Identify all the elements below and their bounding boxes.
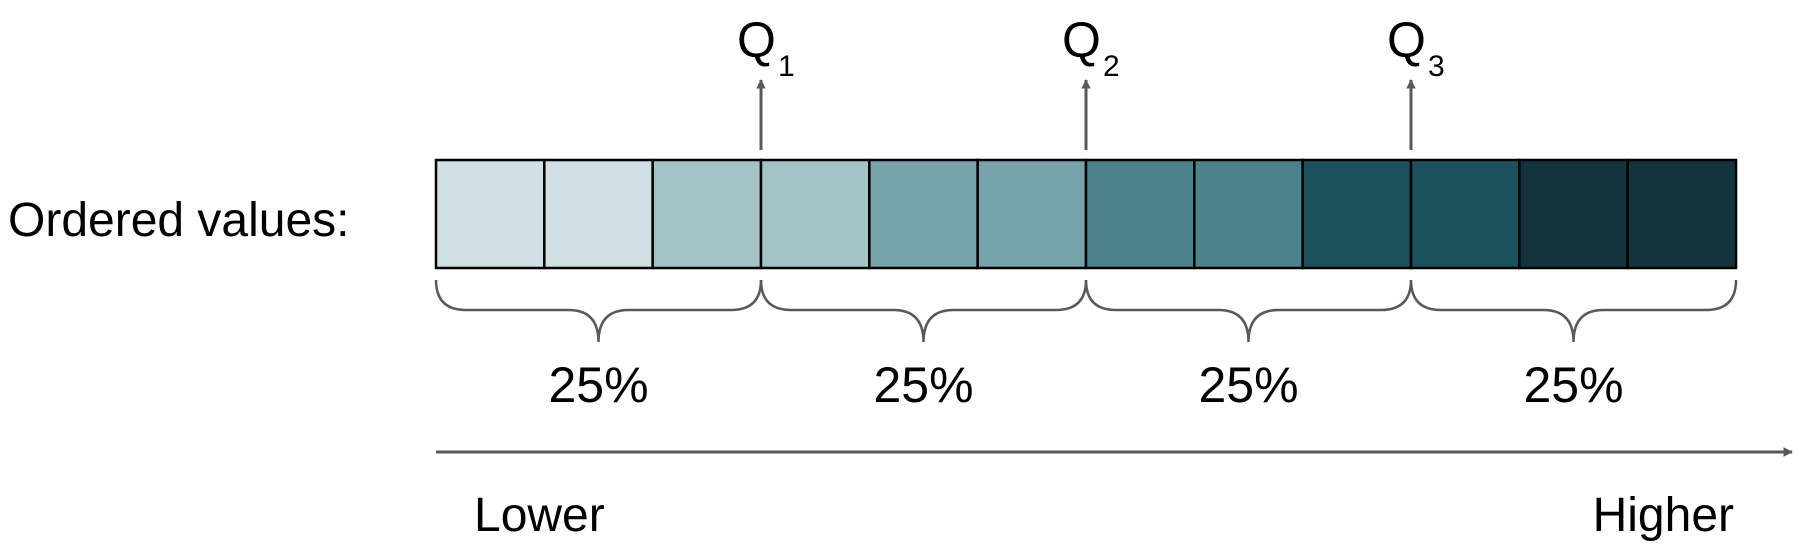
quartile-label: Q	[1387, 12, 1426, 68]
percent-label: 25%	[873, 357, 973, 413]
value-cell	[651, 158, 763, 270]
value-cell	[543, 158, 654, 270]
value-cell	[1193, 158, 1304, 270]
ordered-values-bar	[434, 158, 1738, 270]
value-cell	[1301, 158, 1413, 270]
quartile-brace	[434, 279, 763, 343]
quartile-label: Q	[1062, 12, 1101, 68]
axis-high-label: Higher	[1593, 489, 1734, 542]
value-cell	[759, 158, 871, 270]
value-cell	[434, 158, 546, 270]
percent-label: 25%	[548, 357, 648, 413]
quartile-subscript: 1	[778, 50, 795, 83]
value-cell	[1409, 158, 1521, 270]
value-cell	[1084, 158, 1196, 270]
value-cell	[1518, 158, 1629, 270]
quartile-label: Q	[737, 12, 776, 68]
value-axis: Lower Higher	[436, 447, 1793, 542]
percent-label: 25%	[1198, 357, 1298, 413]
percentage-labels: 25% 25% 25% 25%	[548, 357, 1623, 413]
quartile-brace	[1084, 279, 1413, 343]
value-cell	[868, 158, 979, 270]
quartile-subscript: 2	[1103, 50, 1120, 83]
quartile-brace	[759, 279, 1088, 343]
percent-label: 25%	[1523, 357, 1623, 413]
quartile-braces	[434, 279, 1738, 343]
value-cell	[1626, 158, 1738, 270]
row-label: Ordered values:	[8, 194, 350, 247]
axis-low-label: Lower	[474, 489, 605, 542]
quartile-subscript: 3	[1428, 50, 1445, 83]
value-cell	[976, 158, 1088, 270]
quartile-brace	[1409, 279, 1738, 343]
